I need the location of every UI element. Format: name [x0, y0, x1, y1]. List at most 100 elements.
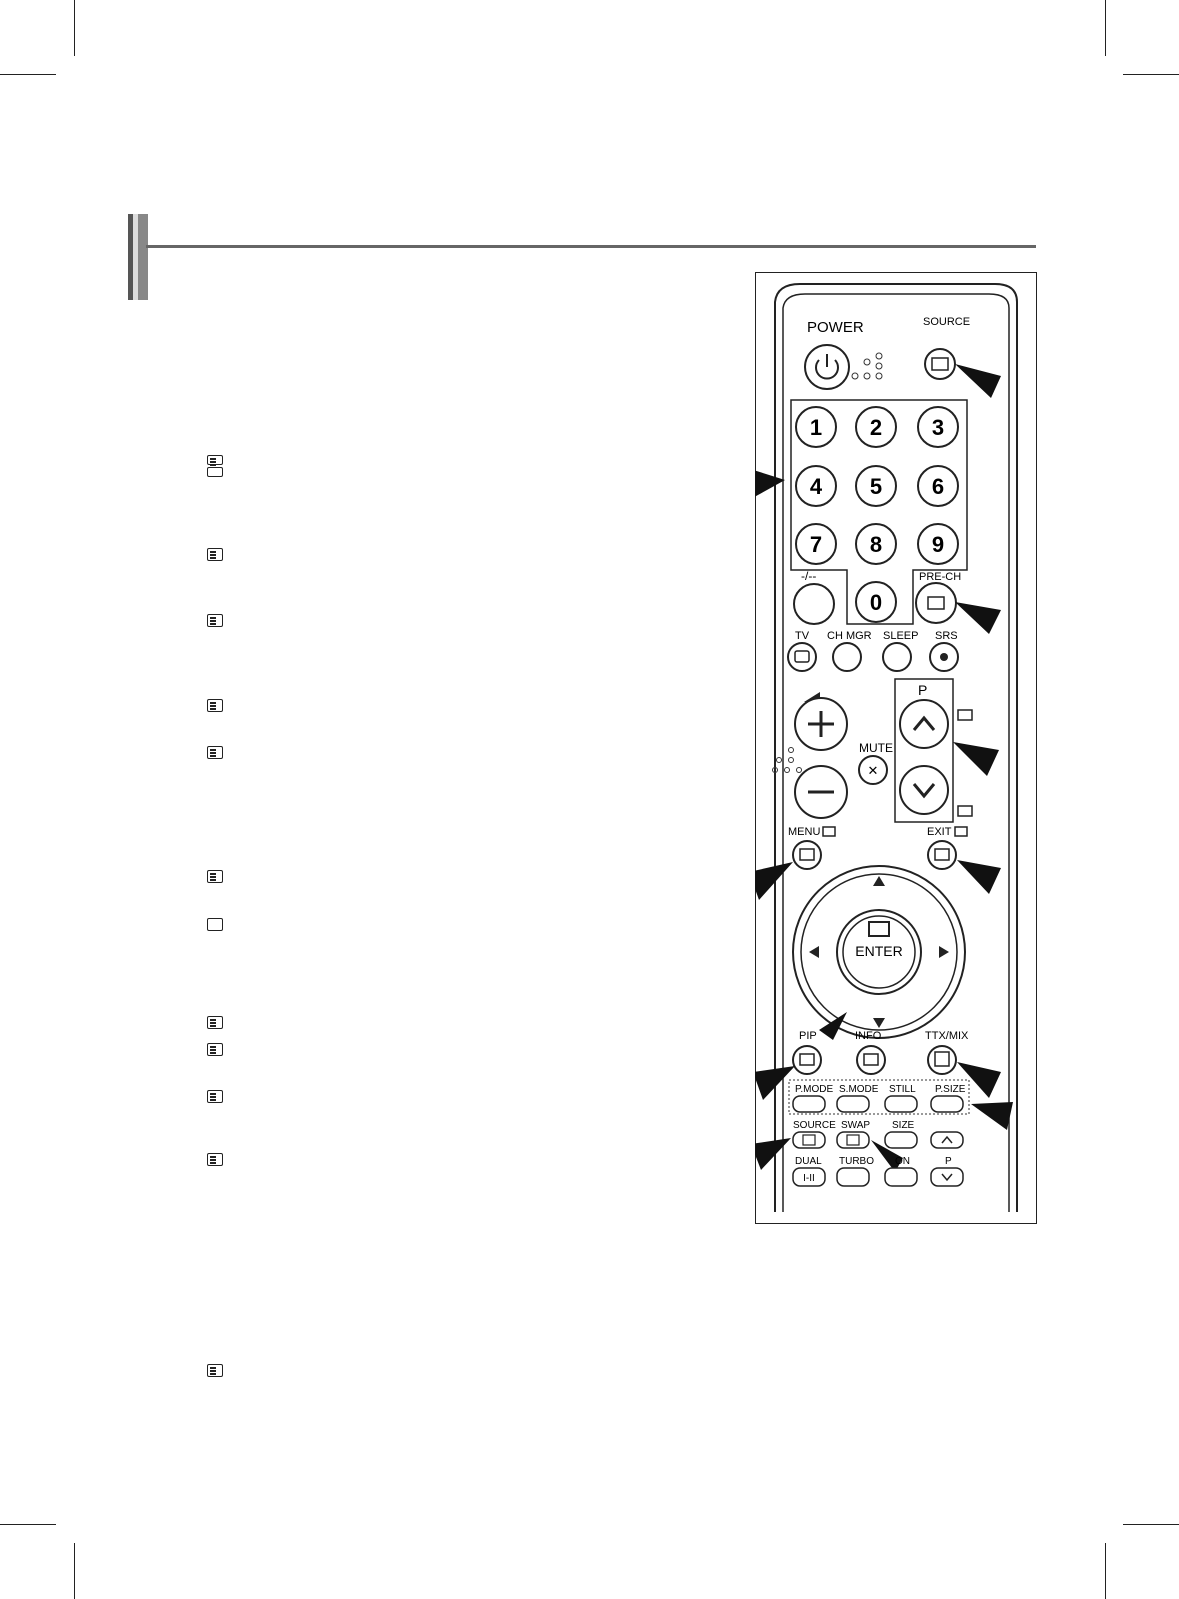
callout-arrow — [755, 470, 785, 497]
digit-button[interactable]: 3 — [917, 406, 959, 448]
callout-arrow — [971, 1102, 1013, 1130]
smode-button[interactable] — [836, 1095, 870, 1113]
callout-arrow — [955, 364, 1001, 398]
on-label: ON — [895, 1156, 910, 1167]
ttx-label: TTX/MIX — [925, 1030, 969, 1042]
ch-down-icon — [957, 805, 973, 817]
crop-mark — [74, 0, 75, 56]
dash-label: -/-- — [801, 569, 816, 583]
power-label: POWER — [807, 319, 864, 336]
list-icon — [207, 455, 223, 465]
callout-arrow — [755, 1066, 795, 1100]
srs-label: SRS — [935, 630, 958, 642]
volume-dots — [772, 747, 802, 773]
callout-arrow — [755, 1138, 791, 1170]
pip-label: PIP — [799, 1030, 817, 1042]
source-label: SOURCE — [793, 1120, 836, 1131]
arrow-right-icon[interactable] — [939, 946, 949, 958]
chmgr-label: CH MGR — [827, 630, 872, 642]
svg-text:1: 1 — [810, 415, 822, 440]
dash-button[interactable] — [793, 583, 835, 625]
mix-icon — [207, 467, 223, 477]
psize-button[interactable] — [930, 1095, 964, 1113]
section-header-rule — [146, 245, 1036, 248]
swap-button[interactable] — [836, 1131, 870, 1149]
power-button[interactable] — [804, 344, 850, 390]
svg-text:✕: ✕ — [868, 763, 879, 778]
digit-button[interactable]: 8 — [855, 523, 897, 565]
svg-text:9: 9 — [932, 532, 944, 557]
source-top-button[interactable] — [924, 348, 956, 380]
tv-button[interactable] — [787, 642, 817, 672]
menu-button[interactable] — [792, 840, 822, 870]
exit-icon — [207, 1364, 223, 1377]
p2-label: P — [945, 1156, 952, 1167]
digit-button[interactable]: 2 — [855, 406, 897, 448]
sleep-button[interactable] — [882, 642, 912, 672]
digit-button[interactable]: 7 — [795, 523, 837, 565]
exit-icon — [954, 826, 968, 837]
p-up-button[interactable] — [930, 1131, 964, 1149]
channel-group-frame — [894, 678, 954, 823]
mute-label: MUTE — [859, 741, 893, 755]
callout-arrow — [955, 602, 1001, 634]
info-icon — [207, 1153, 223, 1166]
arrow-down-icon[interactable] — [873, 1018, 885, 1028]
size-button[interactable] — [884, 1131, 918, 1149]
crop-mark — [0, 1524, 56, 1525]
chmgr-button[interactable] — [832, 642, 862, 672]
svg-text:3: 3 — [932, 415, 944, 440]
prech-button[interactable] — [915, 582, 957, 624]
ch-up-icon — [207, 870, 223, 883]
enter-label: ENTER — [855, 943, 902, 959]
crop-mark — [1105, 0, 1106, 56]
number-group-frame — [790, 399, 968, 625]
digit-button[interactable]: 4 — [795, 465, 837, 507]
source-top-label: SOURCE — [923, 316, 970, 328]
channel-down-button[interactable] — [899, 765, 949, 815]
volume-up-button[interactable] — [794, 697, 848, 751]
ttx-button[interactable] — [927, 1045, 957, 1075]
source-button[interactable] — [792, 1131, 826, 1149]
svg-text:8: 8 — [870, 532, 882, 557]
arrow-left-icon[interactable] — [809, 946, 819, 958]
info-label: INFO — [855, 1030, 882, 1042]
exit-button[interactable] — [927, 840, 957, 870]
still-button[interactable] — [884, 1095, 918, 1113]
navigation-pad[interactable] — [792, 865, 966, 1039]
callout-arrow — [957, 860, 1001, 894]
dual-button[interactable]: I-II — [792, 1167, 826, 1187]
p-down-button[interactable] — [930, 1167, 964, 1187]
index-icon — [207, 1090, 223, 1103]
volume-down-button[interactable] — [794, 765, 848, 819]
psize-label: P.SIZE — [935, 1084, 966, 1095]
callout-arrow — [819, 1012, 847, 1040]
mute-button[interactable]: ✕ — [858, 755, 888, 785]
smode-label: S.MODE — [839, 1084, 879, 1095]
digit-button[interactable]: 0 — [855, 581, 897, 623]
digit-button[interactable]: 9 — [917, 523, 959, 565]
on-button[interactable] — [884, 1167, 918, 1187]
callout-arrow — [957, 1062, 1001, 1098]
info-button[interactable] — [856, 1045, 886, 1075]
arrow-up-icon[interactable] — [873, 876, 885, 886]
pmode-button[interactable] — [792, 1095, 826, 1113]
channel-up-button[interactable] — [899, 699, 949, 749]
menu-icon — [822, 826, 836, 837]
pip-button[interactable] — [792, 1045, 822, 1075]
swap-label: SWAP — [841, 1120, 870, 1131]
svg-text:0: 0 — [870, 590, 882, 615]
digit-button[interactable]: 1 — [795, 406, 837, 448]
size-icon — [207, 699, 223, 712]
digit-button[interactable]: 6 — [917, 465, 959, 507]
sleep-label: SLEEP — [883, 630, 918, 642]
ch-up-icon — [957, 709, 973, 721]
svg-text:4: 4 — [810, 474, 823, 499]
enter-icon — [868, 921, 890, 937]
digit-button[interactable]: 5 — [855, 465, 897, 507]
turbo-button[interactable] — [836, 1167, 870, 1187]
turbo-label: TURBO — [839, 1156, 874, 1167]
svg-text:2: 2 — [870, 415, 882, 440]
crop-mark — [0, 74, 56, 75]
srs-button[interactable] — [929, 642, 959, 672]
